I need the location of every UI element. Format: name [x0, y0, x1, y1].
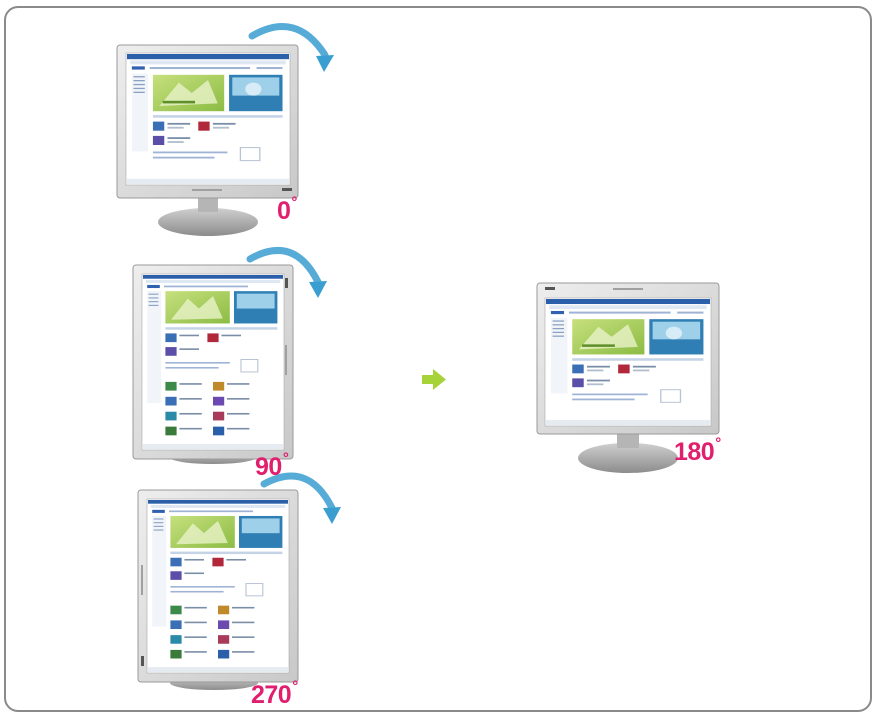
curved-arrow-head-icon — [309, 281, 327, 298]
curved-arrow-icon — [246, 247, 322, 286]
label-0-value: 0 — [277, 197, 291, 225]
label-180-value: 180 — [674, 438, 715, 466]
label-90-degrees: 90° — [255, 451, 289, 481]
degree-sign: ° — [292, 678, 298, 695]
right-arrow-icon — [422, 369, 446, 390]
degree-sign: ° — [282, 450, 289, 467]
monitor-270-degrees — [137, 472, 341, 690]
monitor-90-degrees — [132, 247, 327, 464]
label-270-value: 270 — [251, 681, 292, 709]
monitor-180-degrees — [536, 282, 720, 473]
curved-arrow-head-icon — [323, 507, 341, 524]
degree-sign: ° — [715, 435, 721, 452]
label-90-value: 90 — [255, 453, 282, 481]
label-180-degrees: 180° — [674, 436, 721, 466]
curved-arrow-icon — [248, 23, 329, 59]
monitor-stand-base — [578, 443, 678, 473]
monitor-stand-neck — [617, 432, 639, 448]
degree-sign: ° — [291, 194, 297, 211]
label-0-degrees: 0° — [277, 195, 297, 225]
monitor-stand-neck — [198, 196, 218, 212]
label-270-degrees: 270° — [251, 679, 298, 709]
monitor-stand-base — [158, 208, 258, 236]
monitor-0-degrees — [116, 23, 334, 236]
curved-arrow-icon — [260, 472, 336, 512]
curved-arrow-head-icon — [316, 55, 334, 72]
